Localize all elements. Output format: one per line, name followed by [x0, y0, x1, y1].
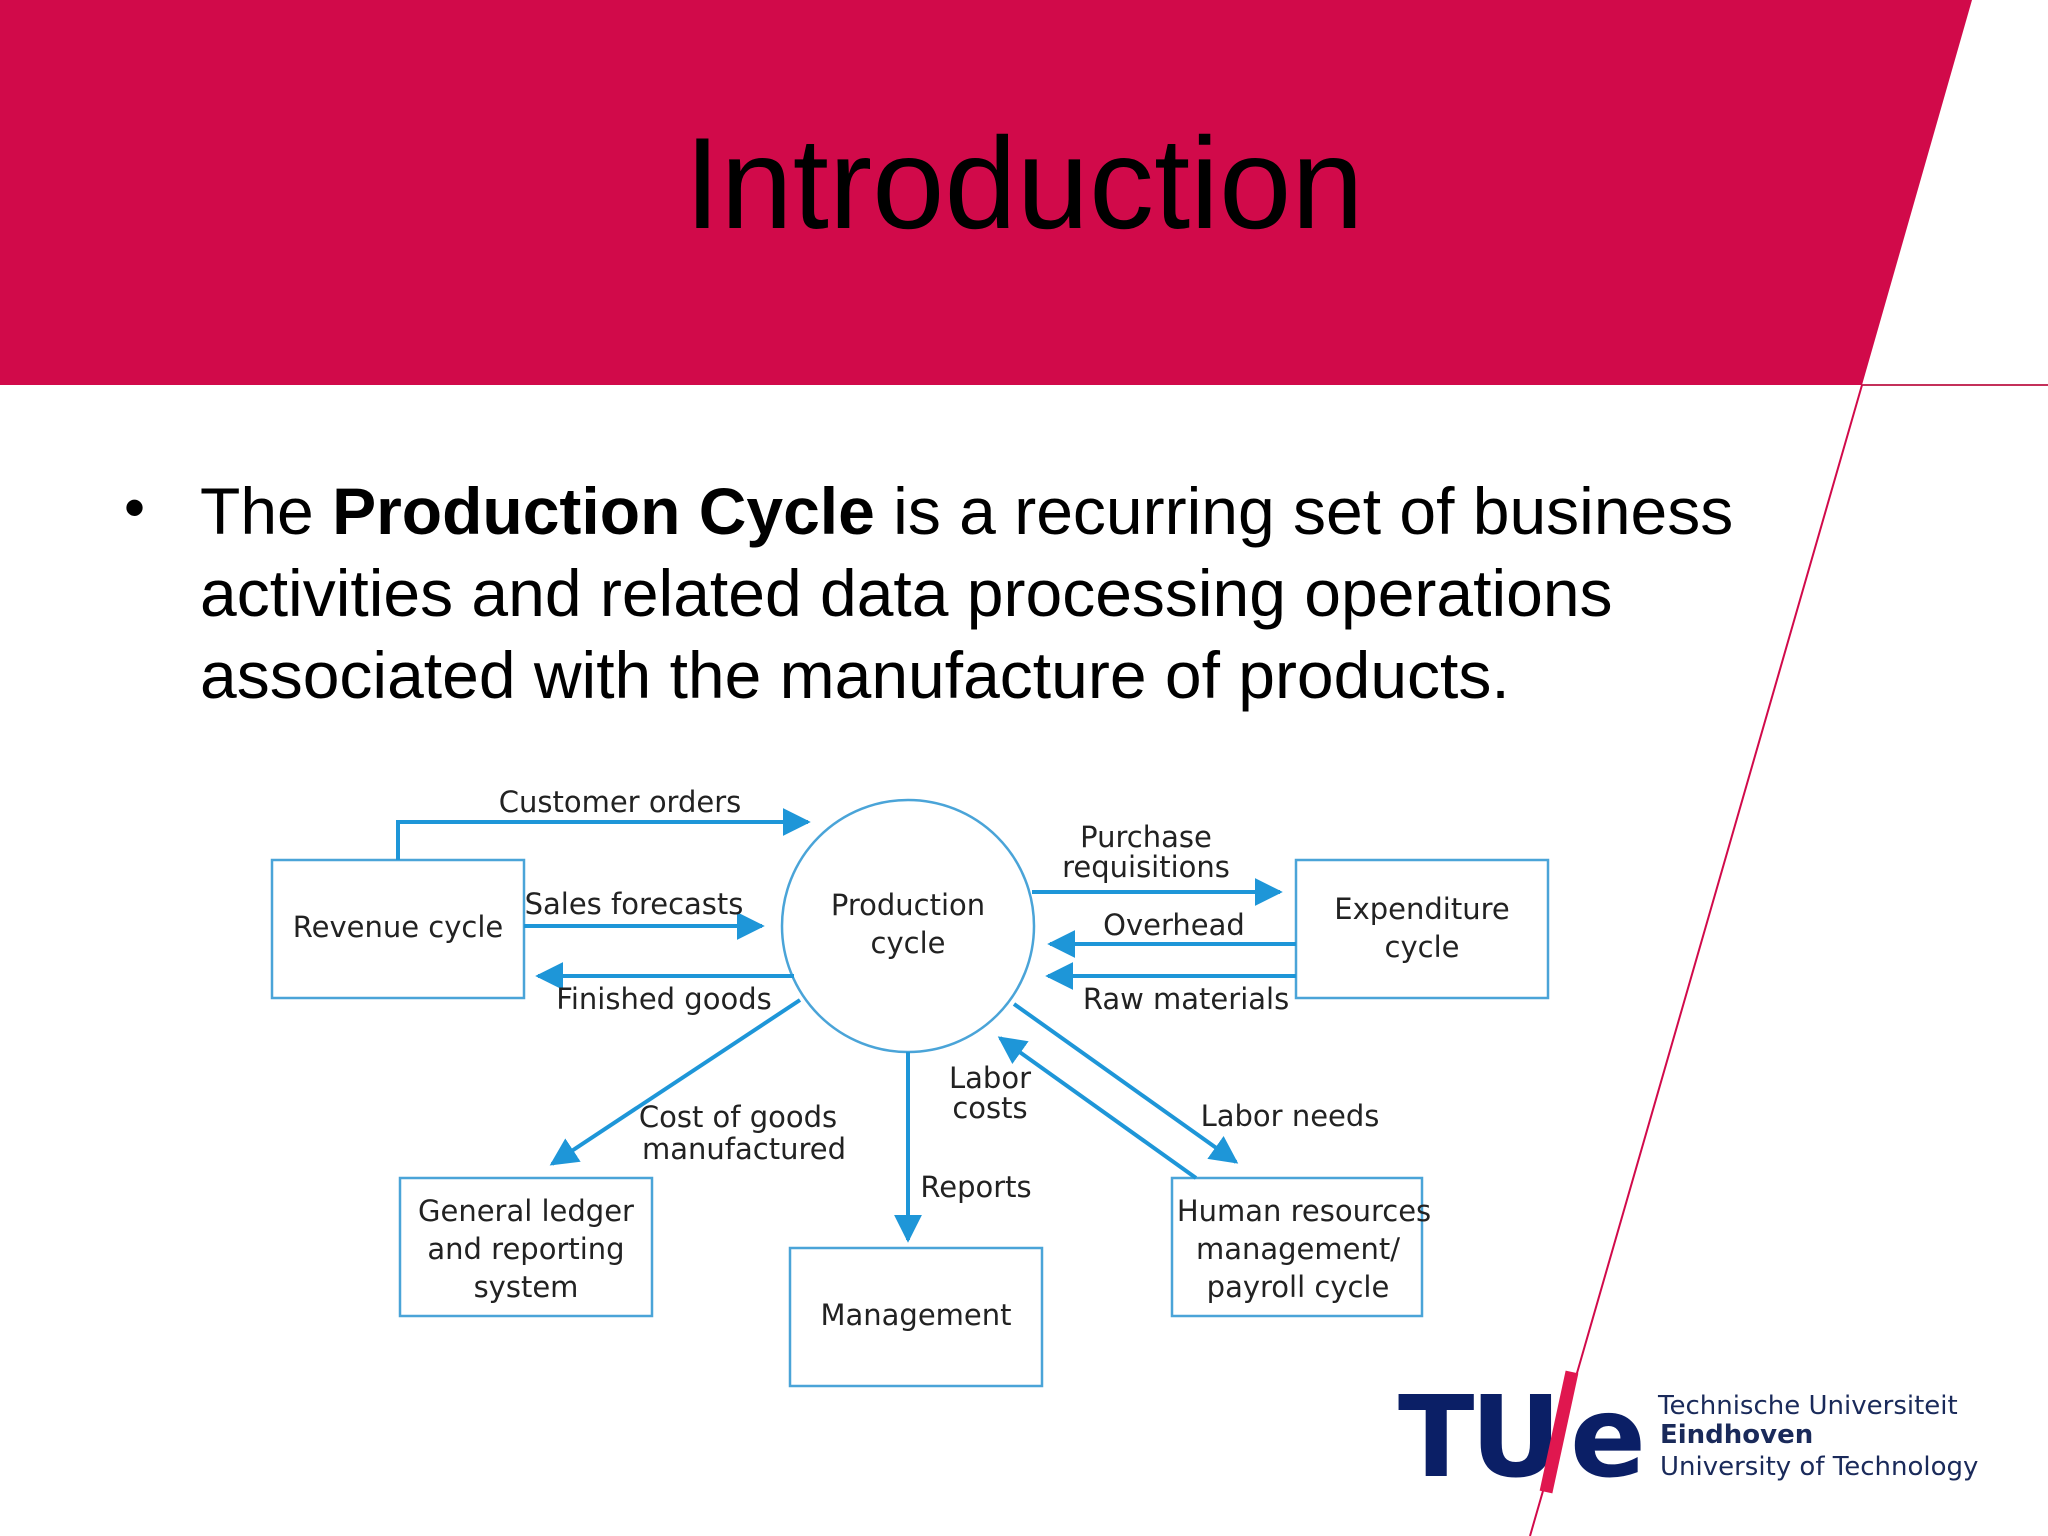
labor-needs-label: Labor needs: [1201, 1099, 1380, 1133]
cost-of-goods-arrow: [549, 998, 802, 1166]
management-label: Management: [820, 1298, 1011, 1332]
revenue-cycle-label: Revenue cycle: [293, 910, 503, 944]
revenue-cycle-box: [270, 858, 526, 1000]
reports-label: Reports: [920, 1170, 1031, 1204]
expenditure-cycle-label-2: cycle: [1385, 930, 1460, 964]
sales-forecasts-label: Sales forecasts: [525, 887, 744, 921]
purchase-requisitions-label-2: requisitions: [1062, 850, 1230, 884]
customer-orders-label: Customer orders: [499, 785, 742, 819]
labor-needs-arrow: [1012, 1002, 1239, 1164]
expenditure-cycle-box: [1294, 858, 1550, 1000]
logo-line-1: Technische Universiteit: [1657, 1391, 1958, 1421]
hr-payroll-box: [1170, 1176, 1424, 1318]
slide-title: Introduction: [684, 110, 1364, 256]
logo-mark-tu: TU: [1398, 1373, 1557, 1503]
bullet-text-post: is a recurring set of business activitie…: [200, 474, 1734, 712]
bullet-paragraph: The Production Cycle is a recurring set …: [200, 470, 1820, 716]
bullet-text-pre: The: [200, 474, 333, 548]
hr-label-3: payroll cycle: [1207, 1270, 1390, 1304]
finished-goods-label: Finished goods: [556, 982, 771, 1016]
logo-line-2: Eindhoven: [1660, 1420, 1813, 1450]
header-band: [0, 0, 1972, 385]
overhead-label: Overhead: [1103, 908, 1245, 942]
purchase-requisitions-label-1: Purchase: [1080, 820, 1212, 854]
bullet-marker: •: [124, 474, 146, 541]
expenditure-cycle-label-1: Expenditure: [1334, 892, 1509, 926]
bullet-text-bold: Production Cycle: [332, 474, 875, 548]
raw-materials-label: Raw materials: [1083, 982, 1289, 1016]
production-cycle-label-2: cycle: [871, 926, 946, 960]
diagonal-accent-line: [1529, 384, 1863, 1536]
management-box: [788, 1246, 1044, 1388]
labor-costs-arrow: [997, 1036, 1198, 1180]
hr-label-1: Human resources: [1177, 1194, 1431, 1228]
general-ledger-label-3: system: [474, 1270, 579, 1304]
logo-slash: [1539, 1370, 1579, 1494]
logo-line-3: University of Technology: [1660, 1452, 1978, 1482]
labor-costs-label-1: Labor: [949, 1061, 1031, 1095]
customer-orders-arrow: [396, 808, 811, 860]
cost-of-goods-label-1: Cost of goods: [639, 1100, 837, 1134]
logo-mark-e: e: [1570, 1373, 1646, 1503]
hr-label-2: management/: [1196, 1232, 1400, 1266]
general-ledger-box: [398, 1176, 654, 1318]
cost-of-goods-label-2: manufactured: [642, 1132, 846, 1166]
general-ledger-label-2: and reporting: [427, 1232, 624, 1266]
general-ledger-label-1: General ledger: [418, 1194, 634, 1228]
production-cycle-label-1: Production: [831, 888, 985, 922]
labor-costs-label-2: costs: [952, 1091, 1027, 1125]
